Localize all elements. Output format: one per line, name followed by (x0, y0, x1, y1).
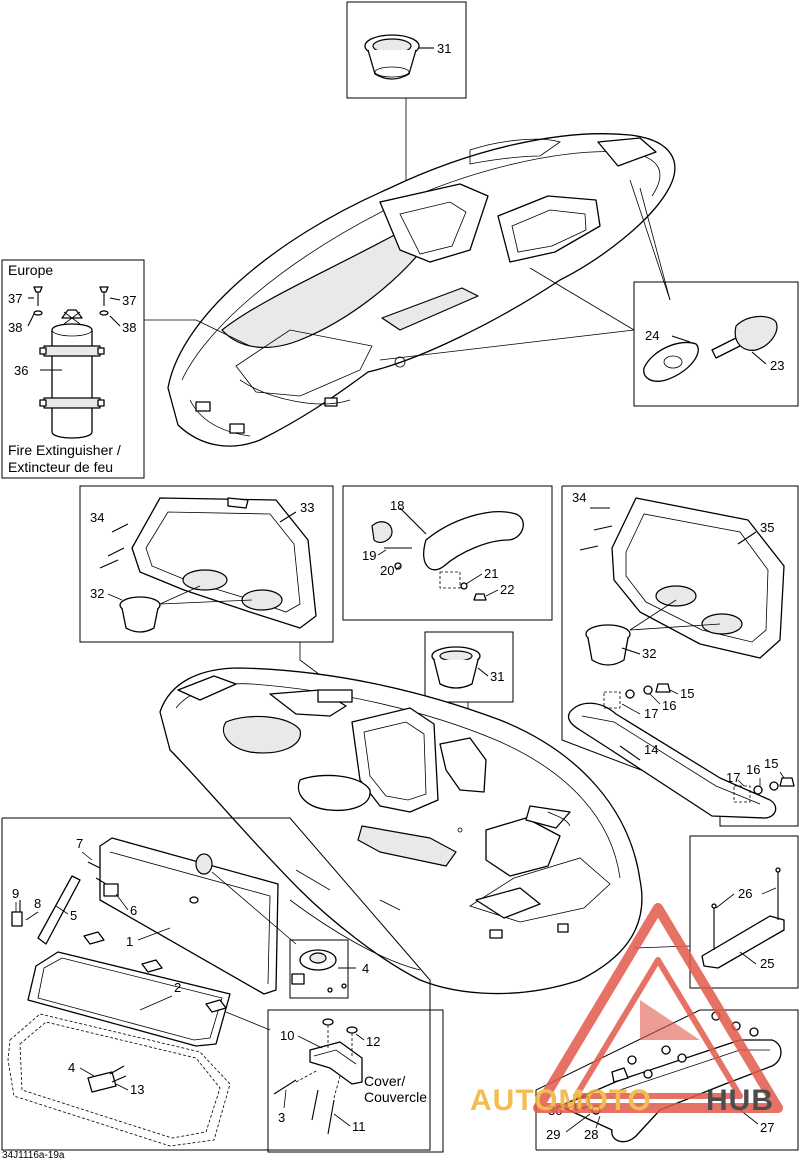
callout-17-a: 17 (644, 706, 658, 721)
callout-24: 24 (645, 328, 659, 343)
callout-38-right: 38 (122, 320, 136, 335)
callout-22: 22 (500, 582, 514, 597)
callout-25: 25 (760, 956, 774, 971)
inset-drain-plug: 24 23 (379, 179, 799, 407)
callout-31-mid: 31 (490, 669, 504, 684)
callout-18: 18 (390, 498, 404, 513)
callout-35: 35 (760, 520, 774, 535)
watermark-logo: AUTOMOTO HUB (470, 903, 783, 1117)
inset-storage-cover: 4 4 13 7 9 8 5 6 1 2 (1, 817, 431, 1151)
callout-31-top: 31 (437, 41, 451, 56)
callout-4-a: 4 (362, 961, 369, 976)
inset-glovebox-left: 34 33 32 (79, 485, 341, 691)
label-fire-line1: Fire Extinguisher / (8, 442, 121, 458)
inset-cover-hinge: 10 12 3 11 Cover/ Couvercle (267, 1009, 444, 1153)
callout-20: 20 (380, 563, 394, 578)
callout-34-left: 34 (90, 510, 104, 525)
callout-12: 12 (366, 1034, 380, 1049)
callout-3: 3 (278, 1110, 285, 1125)
callout-32-left: 32 (90, 586, 104, 601)
callout-33: 33 (300, 500, 314, 515)
callout-28: 28 (584, 1127, 598, 1142)
callout-34-right: 34 (572, 490, 586, 505)
inset-bracket: 26 25 (633, 835, 799, 989)
callout-29: 29 (546, 1127, 560, 1142)
callout-17-b: 17 (726, 770, 740, 785)
callout-9: 9 (12, 886, 19, 901)
callout-8: 8 (34, 896, 41, 911)
callout-15-a: 15 (680, 686, 694, 701)
inset-fire-extinguisher: Europe 37 38 37 38 36 Fire Extinguisher … (1, 259, 251, 479)
callout-23: 23 (770, 358, 784, 373)
callout-36: 36 (14, 363, 28, 378)
label-cover-line2: Couvercle (364, 1089, 427, 1105)
callout-5: 5 (70, 908, 77, 923)
reference-code: 34J1116a-19a (2, 1150, 65, 1161)
callout-14: 14 (644, 742, 658, 757)
inset-glovebox-right: 34 35 32 15 16 17 14 17 16 15 (561, 485, 799, 827)
callout-13: 13 (130, 1082, 144, 1097)
callout-37-left: 37 (8, 291, 22, 306)
watermark-brand-left: AUTOMOTO (470, 1084, 652, 1117)
inset-grab-handle: 18 19 20 21 22 (342, 485, 553, 621)
callout-32-right: 32 (642, 646, 656, 661)
callout-16-b: 16 (746, 762, 760, 777)
hull-top-view (167, 133, 676, 447)
callout-10: 10 (280, 1028, 294, 1043)
label-fire-line2: Extincteur de feu (8, 459, 113, 475)
inset-cup-holder-mid: 31 (424, 631, 514, 821)
callout-19: 19 (362, 548, 376, 563)
callout-38-left: 38 (8, 320, 22, 335)
callout-16-a: 16 (662, 698, 676, 713)
callout-6: 6 (130, 903, 137, 918)
inset-boarding-rail: 30 29 28 27 (535, 1009, 799, 1151)
callout-27: 27 (760, 1120, 774, 1135)
callout-11: 11 (352, 1119, 366, 1134)
callout-2: 2 (174, 980, 181, 995)
watermark-brand-right: HUB (706, 1084, 774, 1117)
callout-15-b: 15 (764, 756, 778, 771)
label-cover-line1: Cover/ (364, 1073, 405, 1089)
label-europe: Europe (8, 262, 53, 278)
callout-4-b: 4 (68, 1060, 75, 1075)
callout-7: 7 (76, 836, 83, 851)
inset-cup-holder-top: 31 (346, 1, 467, 201)
hull-middle-view (159, 667, 643, 995)
callout-1: 1 (126, 934, 133, 949)
callout-37-right: 37 (122, 293, 136, 308)
callout-21: 21 (484, 566, 498, 581)
callout-26: 26 (738, 886, 752, 901)
